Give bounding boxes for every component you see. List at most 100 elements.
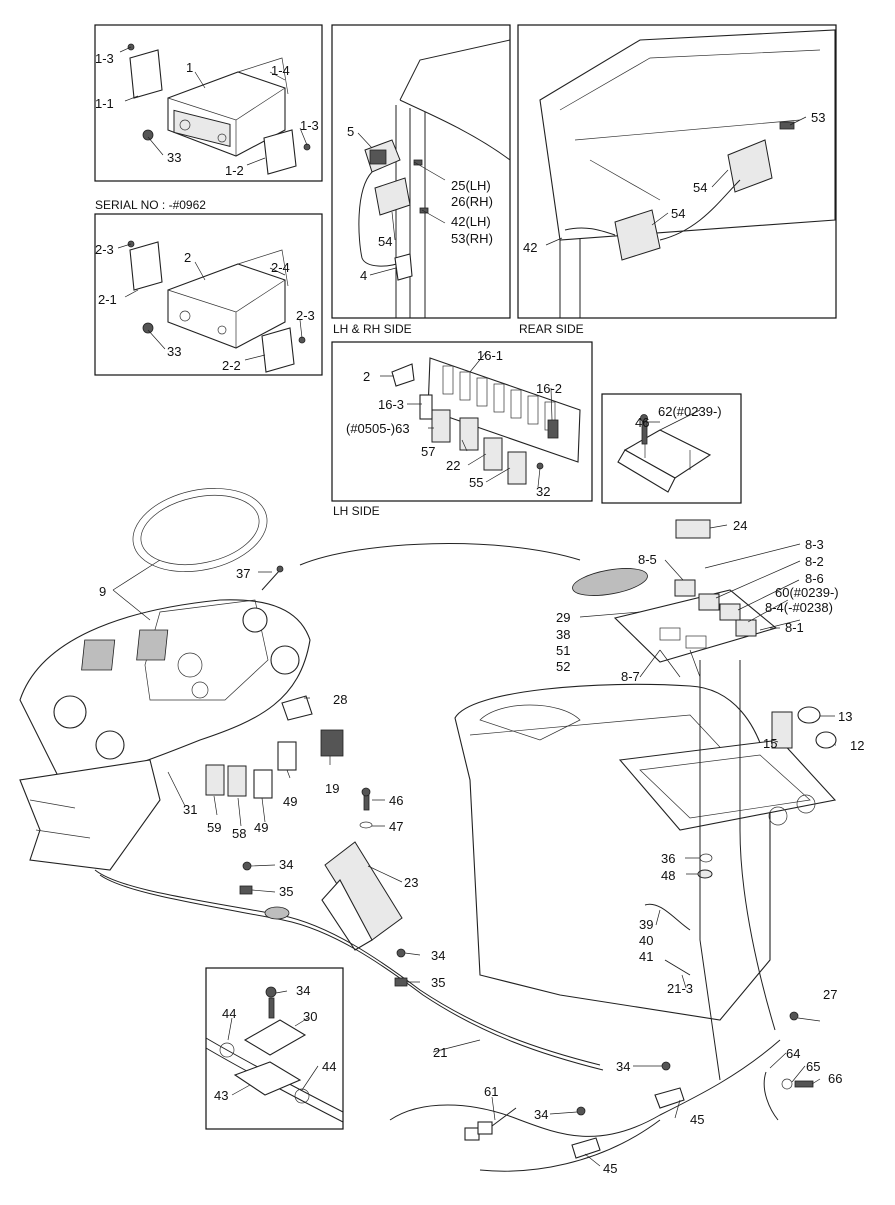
callout-label: 2-2 [222, 358, 241, 373]
callout-label: 8-3 [805, 537, 824, 552]
callout-label: 46 [635, 415, 649, 430]
callout-label: 48 [661, 868, 675, 883]
callout-label: 8-1 [785, 620, 804, 635]
callout-label: 9 [99, 584, 106, 599]
callout-label: 36 [661, 851, 675, 866]
caption-lh-side: LH SIDE [333, 504, 380, 518]
callout-label: 1-3 [300, 118, 319, 133]
callout-label: 34 [534, 1107, 548, 1122]
callout-label: 8-2 [805, 554, 824, 569]
callout-label: 42(LH) [451, 214, 491, 229]
callout-label: 54 [378, 234, 392, 249]
wire-harness [94, 543, 814, 1172]
callout-label: 1 [186, 60, 193, 75]
callout-label: 49 [254, 820, 268, 835]
callout-label: 28 [333, 692, 347, 707]
callout-label: 42 [523, 240, 537, 255]
callout-label: 8-6 [805, 571, 824, 586]
callout-label: 12 [850, 738, 864, 753]
callout-label: 16-3 [378, 397, 404, 412]
callout-label: 8-7 [621, 669, 640, 684]
callout-label: 35 [431, 975, 445, 990]
callout-label: (#0505-)63 [346, 421, 410, 436]
radio-panel-top [94, 24, 323, 182]
callout-label: 33 [167, 150, 181, 165]
callout-label: 46 [389, 793, 403, 808]
callout-label: 4 [360, 268, 367, 283]
callout-label: 8-5 [638, 552, 657, 567]
callout-label: 55 [469, 475, 483, 490]
callout-label: 21-3 [667, 981, 693, 996]
callout-label: 39 [639, 917, 653, 932]
rear-side-panel [517, 24, 837, 319]
callout-label: 49 [283, 794, 297, 809]
callout-label: 32 [536, 484, 550, 499]
lh-side-panel [331, 341, 593, 502]
callout-label: 5 [347, 124, 354, 139]
callout-label: 44 [222, 1006, 236, 1021]
callout-label: 64 [786, 1046, 800, 1061]
caption-serial-no: SERIAL NO : -#0962 [95, 198, 206, 212]
callout-label: 34 [296, 983, 310, 998]
clamp-detail-panel [205, 967, 344, 1130]
callout-label: 27 [823, 987, 837, 1002]
callout-label: 1-4 [271, 63, 290, 78]
callout-label: 57 [421, 444, 435, 459]
callout-label: 65 [806, 1059, 820, 1074]
callout-label: 53 [811, 110, 825, 125]
right-console [454, 519, 837, 1021]
callout-label: 15 [763, 736, 777, 751]
callout-label: 59 [207, 820, 221, 835]
callout-label: 16-1 [477, 348, 503, 363]
callout-label: 26(RH) [451, 194, 493, 209]
callout-label: 29 [556, 610, 570, 625]
callout-label: 24 [733, 518, 747, 533]
callout-label: 2 [363, 369, 370, 384]
callout-label: 45 [603, 1161, 617, 1176]
callout-label: 40 [639, 933, 653, 948]
callout-label: 19 [325, 781, 339, 796]
callout-label: 25(LH) [451, 178, 491, 193]
callout-label: 1-1 [95, 96, 114, 111]
radio-panel-bottom [94, 213, 323, 376]
callout-label: 2-1 [98, 292, 117, 307]
callout-label: 52 [556, 659, 570, 674]
callout-label: 45 [690, 1112, 704, 1127]
callout-label: 31 [183, 802, 197, 817]
callout-label: 13 [838, 709, 852, 724]
callout-label: 35 [279, 884, 293, 899]
callout-label: 2-3 [95, 242, 114, 257]
callout-label: 2 [184, 250, 191, 265]
callout-label: 34 [279, 857, 293, 872]
callout-label: 61 [484, 1084, 498, 1099]
callout-label: 47 [389, 819, 403, 834]
callout-label: 34 [431, 948, 445, 963]
callout-label: 53(RH) [451, 231, 493, 246]
bracket-panel [601, 393, 742, 504]
callout-label: 44 [322, 1059, 336, 1074]
callout-label: 54 [693, 180, 707, 195]
lh-rh-side-panel [331, 24, 511, 319]
callout-label: 38 [556, 627, 570, 642]
callout-label: 22 [446, 458, 460, 473]
callout-label: 2-3 [296, 308, 315, 323]
callout-label: 33 [167, 344, 181, 359]
callout-label: 1-2 [225, 163, 244, 178]
caption-rear-side: REAR SIDE [519, 322, 584, 336]
callout-label: 23 [404, 875, 418, 890]
dashboard-assembly [19, 488, 403, 951]
callout-label: 30 [303, 1009, 317, 1024]
callout-label: 37 [236, 566, 250, 581]
callout-label: 62(#0239-) [658, 404, 722, 419]
callout-label: 8-4(-#0238) [765, 600, 833, 615]
callout-label: 41 [639, 949, 653, 964]
callout-label: 43 [214, 1088, 228, 1103]
callout-label: 51 [556, 643, 570, 658]
callout-label: 16-2 [536, 381, 562, 396]
callout-label: 1-3 [95, 51, 114, 66]
callout-label: 2-4 [271, 260, 290, 275]
caption-lh-rh-side: LH & RH SIDE [333, 322, 412, 336]
callout-label: 66 [828, 1071, 842, 1086]
